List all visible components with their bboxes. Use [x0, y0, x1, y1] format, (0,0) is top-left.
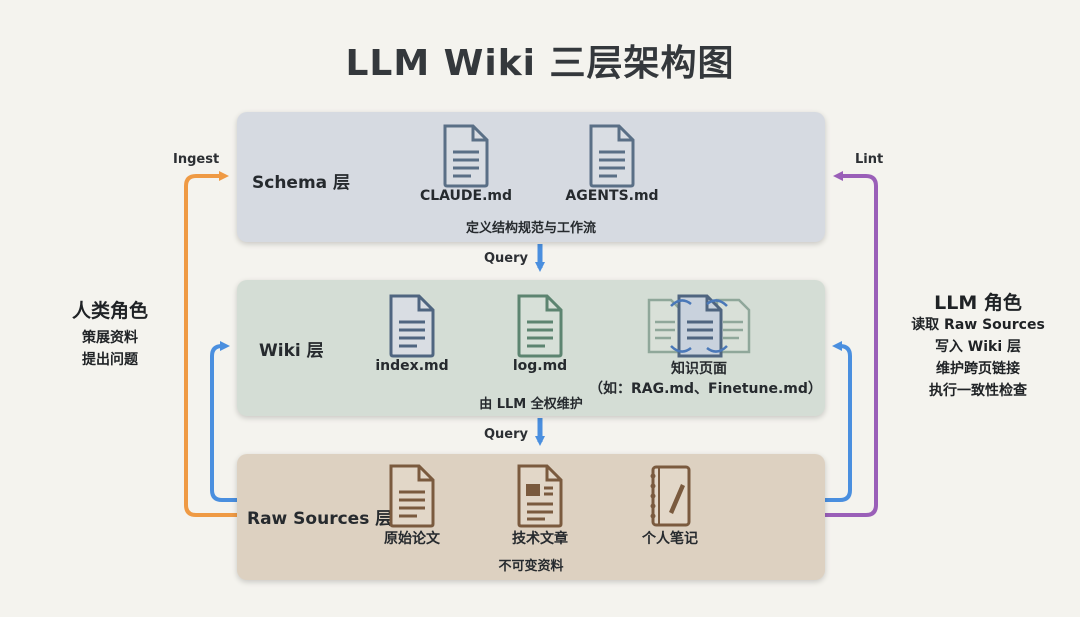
document-icon: [389, 294, 435, 358]
raw-file-article: 技术文章: [487, 464, 593, 548]
document-icon: [443, 124, 489, 188]
human-role-line: 提出问题: [82, 352, 138, 368]
schema-layer: Schema 层 CLAUDE.md AGENTS.md 定义结构规范与工作流: [237, 112, 825, 242]
diagram-title: LLM Wiki 三层架构图: [345, 43, 735, 84]
linked-pages-icon: [647, 294, 751, 358]
lint-arrow: [825, 171, 878, 517]
human-role-line: 策展资料: [82, 330, 138, 346]
wiki-layer-description: 由 LLM 全权维护: [479, 397, 583, 412]
schema-file-agents: AGENTS.md: [559, 124, 665, 204]
wiki-feed-arrow-right: [825, 341, 852, 502]
raw-layer-label: Raw Sources 层: [247, 509, 393, 529]
document-icon: [589, 124, 635, 188]
human-role-duties: 策展资料 提出问题: [40, 327, 180, 371]
ingest-label: Ingest: [173, 152, 220, 167]
file-name: 个人笔记: [642, 531, 698, 547]
wiki-file-index: index.md: [359, 294, 465, 374]
raw-file-paper: 原始论文: [359, 464, 465, 548]
file-name: AGENTS.md: [565, 188, 659, 204]
file-name: 原始论文: [384, 531, 440, 547]
llm-role-duties: 读取 Raw Sources 写入 Wiki 层 维护跨页链接 执行一致性检查: [888, 314, 1068, 402]
query-label-top: Query: [484, 251, 529, 266]
llm-role-line: 执行一致性检查: [929, 383, 1027, 399]
llm-role-title: LLM 角色: [934, 292, 1022, 314]
wiki-layer: Wiki 层 index.md log.md: [237, 280, 825, 416]
lint-label: Lint: [855, 152, 884, 167]
file-name: 知识页面: [671, 361, 727, 377]
file-name: index.md: [375, 358, 449, 374]
paper-icon: [389, 464, 435, 528]
article-icon: [517, 464, 563, 528]
wiki-feed-arrow-left: [210, 341, 237, 502]
schema-layer-description: 定义结构规范与工作流: [465, 221, 596, 236]
file-name: CLAUDE.md: [419, 188, 513, 204]
llm-role-line: 维护跨页链接: [936, 361, 1020, 377]
document-icon: [517, 294, 563, 358]
raw-file-notes: 个人笔记: [617, 464, 723, 548]
ingest-arrow: [184, 171, 237, 517]
notebook-icon: [650, 465, 691, 527]
file-name: log.md: [512, 358, 568, 374]
wiki-layer-label: Wiki 层: [259, 341, 324, 361]
raw-sources-layer: Raw Sources 层 原始论文 技术文章: [237, 454, 825, 580]
llm-role-line: 读取 Raw Sources: [911, 317, 1045, 333]
schema-layer-label: Schema 层: [252, 173, 351, 193]
wiki-knowledge-pages: 知识页面 （如：RAG.md、Finetune.md）: [589, 294, 822, 398]
schema-file-claude: CLAUDE.md: [413, 124, 519, 204]
raw-layer-description: 不可变资料: [498, 559, 564, 574]
query-label-bottom: Query: [484, 427, 529, 442]
file-name: 技术文章: [512, 531, 568, 547]
human-role-title: 人类角色: [71, 300, 148, 322]
knowledge-page-examples: （如：RAG.md、Finetune.md）: [589, 381, 822, 397]
wiki-file-log: log.md: [487, 294, 593, 374]
llm-role-line: 写入 Wiki 层: [934, 339, 1022, 355]
